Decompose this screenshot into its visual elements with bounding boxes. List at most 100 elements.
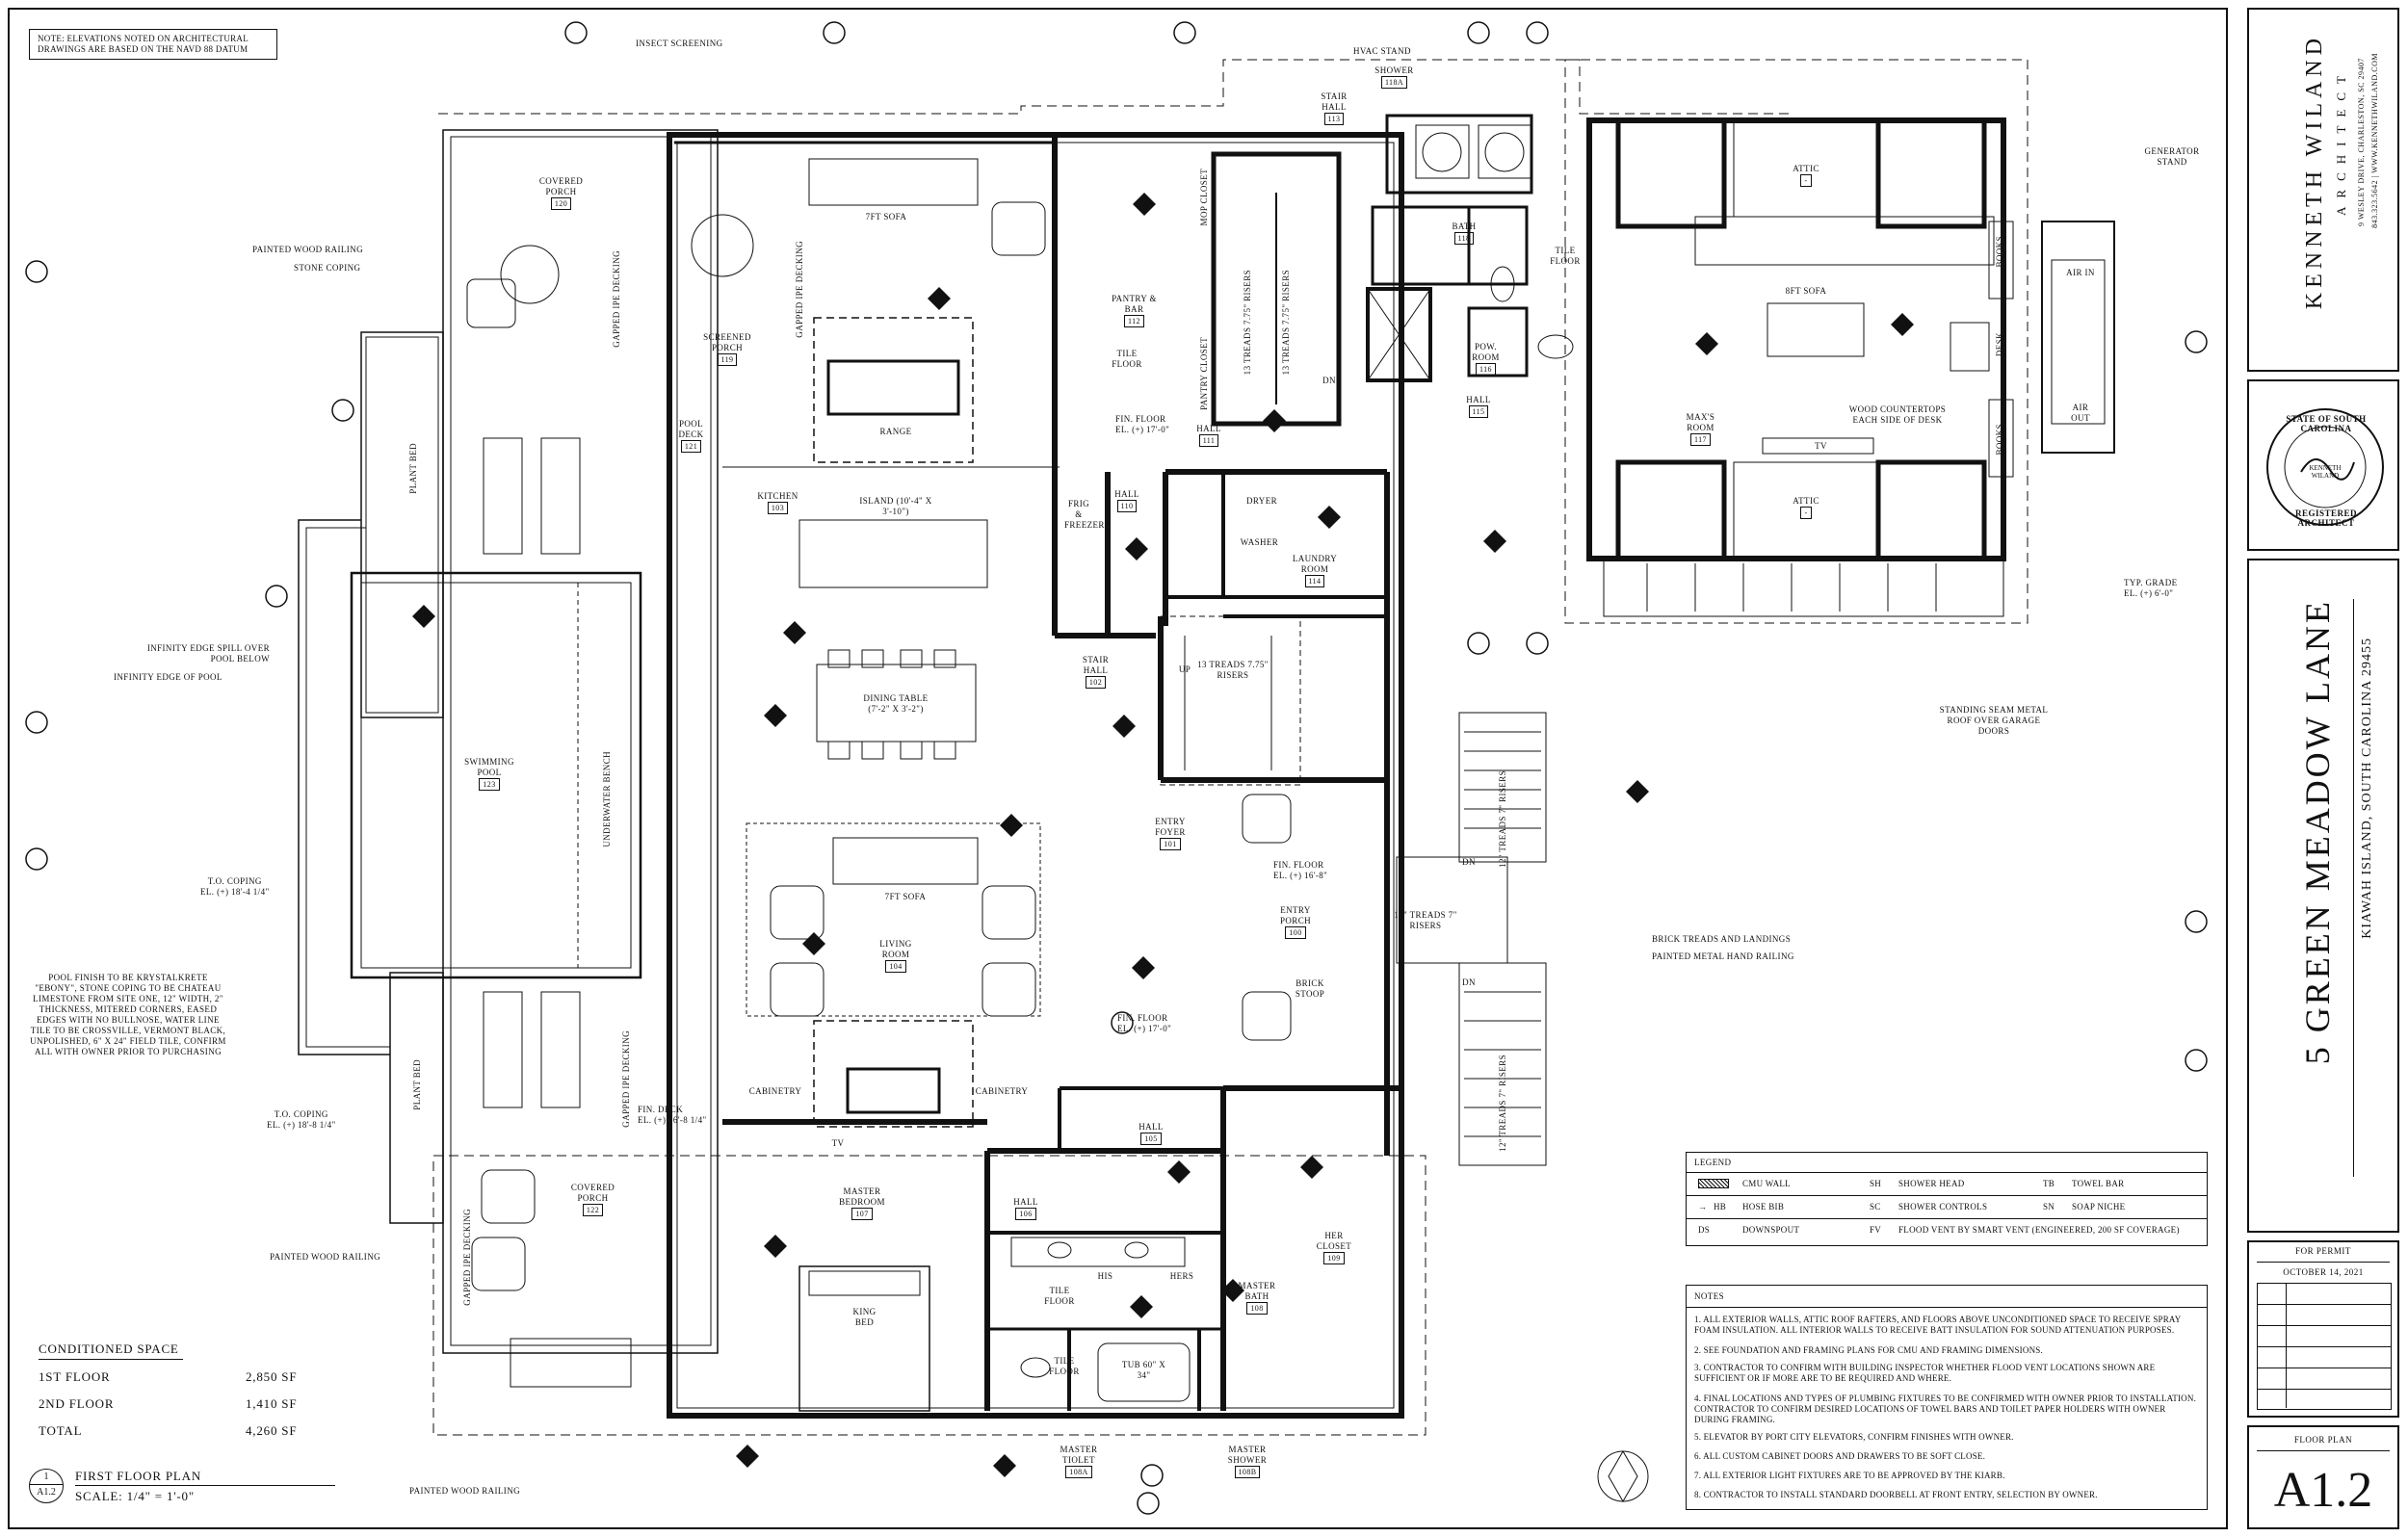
floor-plan-drawing — [25, 21, 2208, 1515]
note-item: 3. CONTRACTOR TO CONFIRM WITH BUILDING I… — [1694, 1363, 2156, 1383]
legend-heading: LEGEND — [1694, 1158, 1732, 1167]
hers-label: HERS — [1169, 1271, 1194, 1281]
sofa-max-room-label: 8FT SOFA — [1785, 286, 1827, 296]
his-label: HIS — [1097, 1271, 1113, 1281]
tv-label-master: TV — [831, 1138, 845, 1148]
issue-status: FOR PERMIT — [2295, 1246, 2351, 1256]
callout-pool-finish: POOL FINISH TO BE KRYSTALKRETE "EBONY", … — [30, 973, 226, 1056]
legend-row: CMU WALL SH SHOWER HEAD TB TOWEL BAR — [1687, 1172, 2207, 1194]
stair-treads-label-6: 12" TREADS 7" RISERS — [1498, 1055, 1507, 1152]
note-item: 7. ALL EXTERIOR LIGHT FIXTURES ARE TO BE… — [1694, 1471, 2005, 1480]
callout-infinity-spill: INFINITY EDGE SPILL OVER POOL BELOW — [146, 643, 270, 664]
notes-box: NOTES 1. ALL EXTERIOR WALLS, ATTIC ROOF … — [1686, 1285, 2208, 1510]
frig-label: FRIG & FREEZER — [1064, 499, 1105, 530]
dryer-label: DRYER — [1245, 496, 1277, 506]
washer-label: WASHER — [1240, 537, 1279, 547]
room-label-attic-top: ATTIC- — [1793, 164, 1819, 187]
desk-label: DESK — [1995, 332, 2004, 357]
cabinetry-label-left: CABINETRY — [748, 1086, 802, 1096]
underwater-bench-label: UNDERWATER BENCH — [602, 751, 612, 847]
legend-box: LEGEND CMU WALL SH SHOWER HEAD TB TOWEL … — [1686, 1152, 2208, 1246]
stair-treads-label-1: 13 TREADS 7.75" RISERS — [1243, 270, 1252, 376]
gapped-ipe-top: GAPPED IPE DECKING — [612, 250, 621, 348]
stair-treads-label-4: 12" TREADS 7" RISERS — [1498, 770, 1507, 868]
callout-insect-screening: INSECT SCREENING — [636, 39, 723, 48]
callout-standing-seam: STANDING SEAM METAL ROOF OVER GARAGE DOO… — [1939, 705, 2049, 736]
brick-stoop-label: BRICK STOOP — [1295, 978, 1325, 999]
gapped-ipe-pool: GAPPED IPE DECKING — [621, 1030, 631, 1128]
note-item: 8. CONTRACTOR TO INSTALL STANDARD DOORBE… — [1694, 1490, 2098, 1499]
callout-wood-countertops: WOOD COUNTERTOPS EACH SIDE OF DESK — [1848, 404, 1947, 425]
firm-address: 9 WESLEY DRIVE, CHARLESTON, SC 29407 — [2357, 58, 2366, 226]
firm-contact: 843.323.5642 | WWW.KENNETHWILAND.COM — [2370, 53, 2379, 228]
callout-infinity-edge: INFINITY EDGE OF POOL — [114, 672, 222, 682]
up-label: UP — [1178, 664, 1191, 674]
note-item: 1. ALL EXTERIOR WALLS, ATTIC ROOF RAFTER… — [1694, 1315, 2182, 1335]
dn-label-2: DN — [1462, 857, 1476, 867]
note-item: 2. SEE FOUNDATION AND FRAMING PLANS FOR … — [1694, 1345, 2043, 1355]
dining-table-label: DINING TABLE (7'-2" X 3'-2") — [863, 693, 929, 714]
stair-treads-label-5: 12" TREADS 7" RISERS — [1394, 910, 1457, 930]
issue-date: OCTOBER 14, 2021 — [2283, 1267, 2364, 1277]
legend-row: DS DOWNSPOUT FV FLOOD VENT BY SMART VENT… — [1687, 1218, 2207, 1240]
drawing-title: 1 A1.2 FIRST FLOOR PLAN SCALE: 1/4" = 1'… — [29, 1469, 335, 1507]
sofa-living-room-label: 7FT SOFA — [884, 892, 927, 901]
tile-floor-master-bath: TILE FLOOR — [1044, 1286, 1075, 1306]
plant-bed-label-bottom: PLANT BED — [412, 1059, 422, 1110]
sofa-screened-porch-label: 7FT SOFA — [865, 212, 907, 221]
conditioned-space-heading: CONDITIONED SPACE — [39, 1342, 183, 1360]
drawing-title-name: FIRST FLOOR PLAN — [75, 1469, 202, 1483]
note-item: 5. ELEVATOR BY PORT CITY ELEVATORS, CONF… — [1694, 1432, 2014, 1442]
callout-hvac-stand: HVAC STAND — [1353, 46, 1411, 56]
mop-closet-label: MOP CLOSET — [1199, 169, 1209, 226]
project-location: KIAWAH ISLAND, SOUTH CAROLINA 29455 — [2360, 638, 2374, 939]
firm-name: KENNETH WILAND — [2302, 34, 2327, 310]
callout-brick-treads: BRICK TREADS AND LANDINGS — [1652, 934, 1792, 944]
room-label-attic-bottom: ATTIC- — [1793, 496, 1819, 519]
dn-label-3: DN — [1462, 977, 1476, 987]
revision-grid — [2257, 1283, 2392, 1410]
cabinetry-label-right: CABINETRY — [975, 1086, 1029, 1096]
sheet-number: A1.2 — [2273, 1463, 2373, 1518]
air-out-label: AIR OUT — [2071, 403, 2090, 423]
title-block-firm: KENNETH WILAND ARCHITECT 9 WESLEY DRIVE,… — [2247, 8, 2399, 372]
seal-bottom-text: REGISTERED ARCHITECT — [2294, 508, 2358, 528]
drawing-frame — [8, 8, 2228, 1529]
architect-seal-icon — [2266, 408, 2384, 526]
notes-heading: NOTES — [1694, 1291, 1724, 1301]
tile-floor-bath: TILE FLOOR — [1550, 246, 1581, 266]
hose-bib-icon: → — [1698, 1202, 1708, 1211]
pantry-closet-label: PANTRY CLOSET — [1199, 337, 1209, 410]
callout-painted-metal: PAINTED METAL HAND RAILING — [1652, 951, 1794, 961]
tv-label-max-room: TV — [1815, 441, 1827, 451]
